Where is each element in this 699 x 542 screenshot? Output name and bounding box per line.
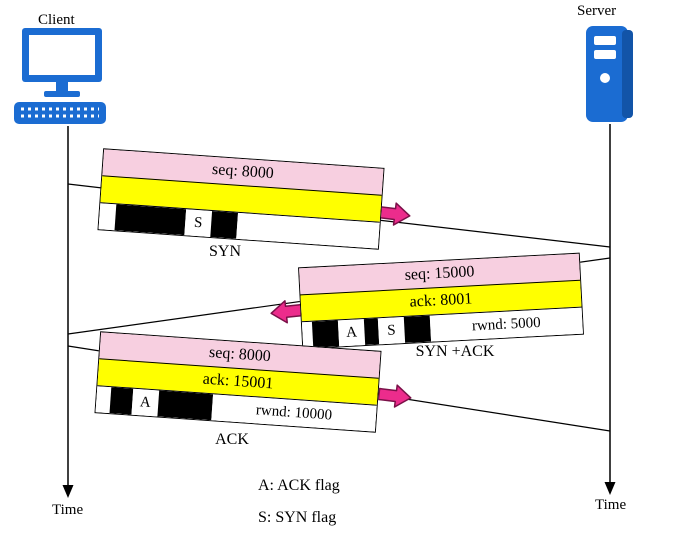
- ack-flag-cell: A: [131, 388, 160, 417]
- client-timeline-arrowhead-icon: [62, 485, 74, 498]
- flag-black-block: [114, 204, 187, 236]
- flag-black-block: [363, 318, 380, 346]
- packet-syn-label: SYN: [208, 243, 241, 260]
- syn-flag-cell: S: [377, 316, 406, 345]
- flag-black-block: [157, 390, 214, 421]
- packet-synack-label: SYN +ACK: [415, 343, 495, 360]
- packet-synack: seq: 15000 ack: 8001 A S rwnd: 5000: [298, 252, 584, 350]
- client-label: Client: [38, 12, 75, 28]
- server-time-label: Time: [595, 497, 627, 513]
- packet-ack-label: ACK: [215, 431, 249, 448]
- ack-flag-cell: A: [337, 319, 366, 347]
- syn-flag-cell: S: [184, 209, 213, 237]
- client-time-label: Time: [52, 502, 84, 518]
- server-tower-icon: [584, 26, 638, 131]
- flag-gap: [98, 203, 117, 231]
- server-label: Server: [577, 3, 617, 19]
- flag-black-block: [210, 211, 239, 239]
- server-timeline-arrowhead-icon: [604, 482, 616, 495]
- flag-black-block: [403, 315, 432, 343]
- flag-black-block: [109, 387, 134, 415]
- legend-ack-flag: A: ACK flag: [258, 477, 340, 494]
- message3-arrow-icon: [377, 384, 412, 408]
- client-computer-icon: [14, 28, 110, 131]
- legend-syn-flag: S: SYN flag: [258, 509, 337, 526]
- flag-black-block: [311, 320, 340, 348]
